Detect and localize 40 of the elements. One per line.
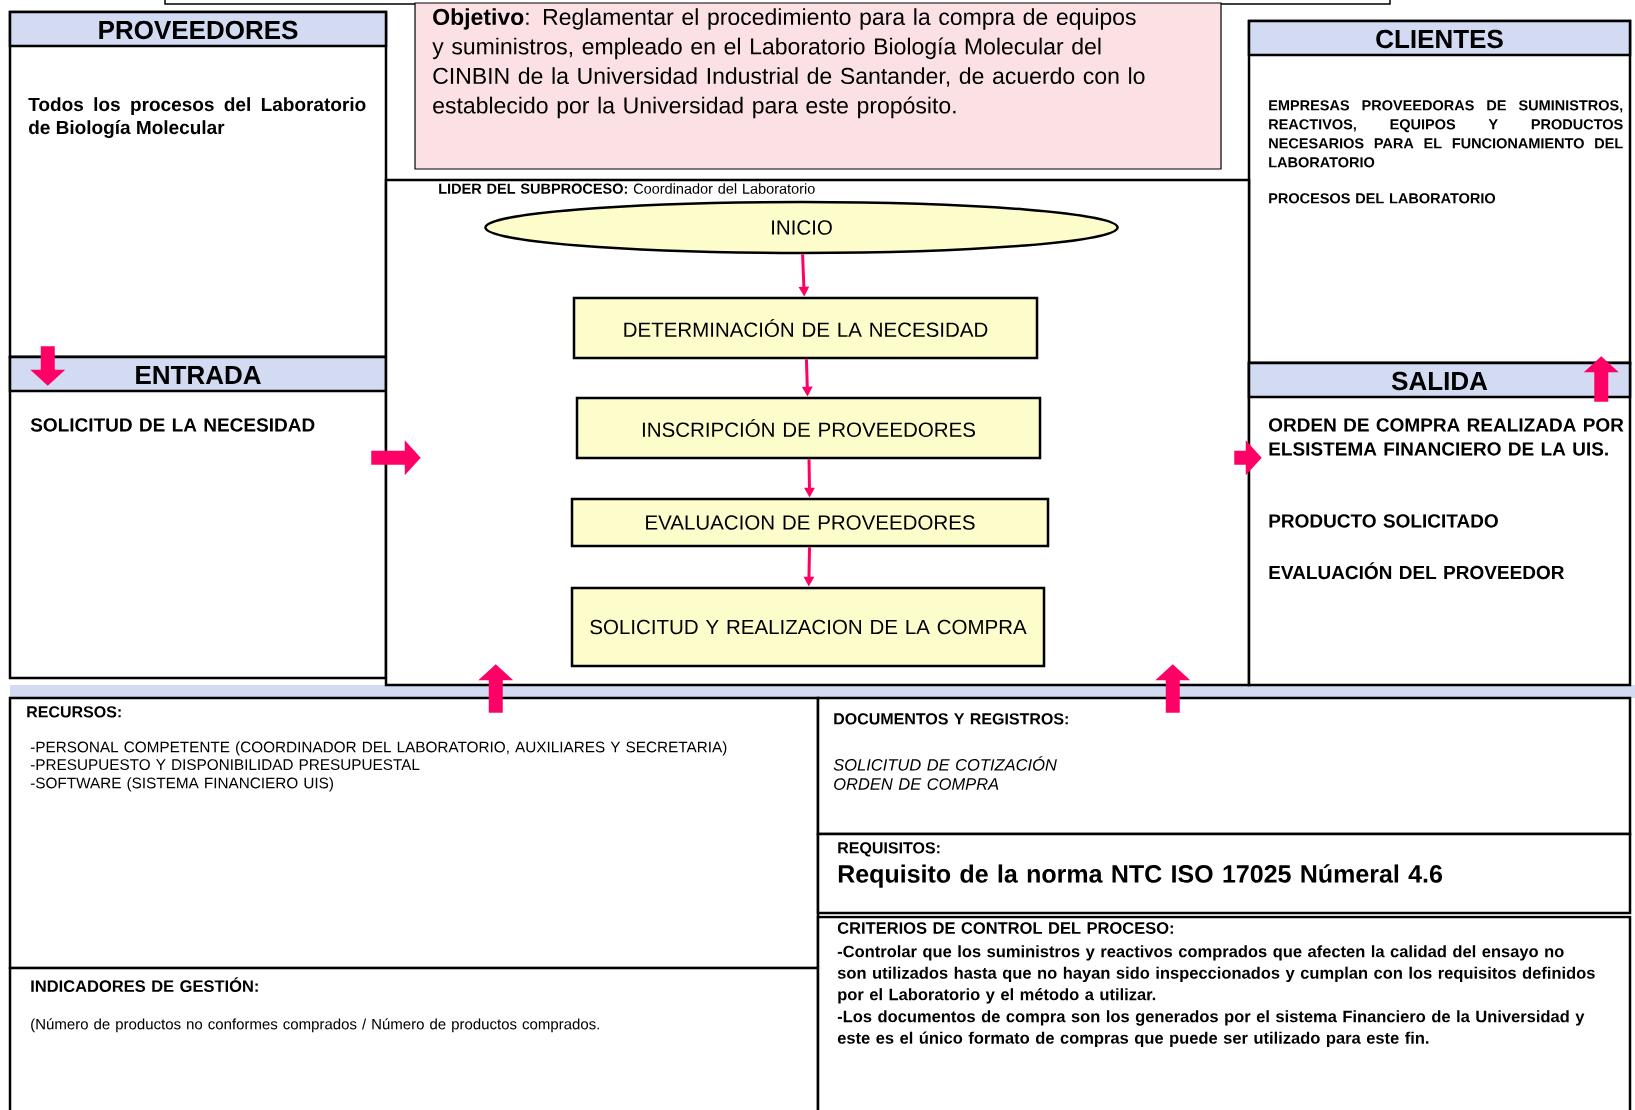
panel-text: Todos los procesos del Laboratorio de Biología Molecular xyxy=(28,97,366,138)
section-heading: INDICADORES DE GESTIÓN: xyxy=(31,977,258,992)
process-box: DETERMINACIÓN DE LA NECESIDAD xyxy=(572,296,1039,360)
start-terminator: INICIO xyxy=(484,200,1119,255)
panel-text: SOLICITUD DE LA NECESIDAD xyxy=(30,418,315,432)
panel xyxy=(1247,361,1632,687)
process-box: EVALUACION DE PROVEEDORES xyxy=(570,497,1050,548)
section-heading: RECURSOS: xyxy=(27,706,121,718)
list-item: ORDEN DE COMPRA xyxy=(834,778,999,790)
section-heading: DOCUMENTOS Y REGISTROS: xyxy=(834,713,1068,725)
panel-text: ORDEN DE COMPRA REALIZADA POR ELSISTEMA FINANCIERO DE LA UIS. xyxy=(1269,418,1624,456)
panel xyxy=(8,355,388,680)
section-heading: REQUISITOS: xyxy=(838,842,940,857)
panel-text: EMPRESAS PROVEEDORAS DE SUMINISTROS, REACTIVOS, EQUIPOS Y PRODUCTOS NECESARIOS PARA EL FUNCIONAMIENTO DEL LABORATORIO xyxy=(1269,100,1623,168)
panel-text: PROCESOS DEL LABORATORIO xyxy=(1269,193,1496,204)
section-box xyxy=(8,966,820,1110)
header-band: ENTRADA xyxy=(8,355,388,393)
header-band: PROVEEDORES xyxy=(8,10,388,48)
requirement-text: Requisito de la norma NTC ISO 17025 Númeral 4.6 xyxy=(838,864,1442,888)
process-box: SOLICITUD Y REALIZACION DE LA COMPRA xyxy=(570,586,1046,668)
paragraph: -Controlar que los suministros y reactivos comprados que afecten la calidad del ensayo no son utilizados hasta que no hayan sido inspeccionados y cumplan con los requisitos definidos por el Laboratorio y el método a utilizar. xyxy=(837,945,1595,1004)
paragraph: -Los documentos de compra son los generados por el sistema Financiero de la Universidad y este es el único formato de compras que puede ser utilizado para este fin. xyxy=(837,1010,1585,1048)
section-box xyxy=(816,832,1632,915)
header-band: CLIENTES xyxy=(1247,19,1632,57)
panel-text: EVALUACIÓN DEL PROVEEDOR xyxy=(1269,562,1565,580)
objective-box: Objetivo: Reglamentar el procedimiento para la compra de equipos y suministros, empleado en el Laboratorio Biología Molecular del CINBIN de la Universidad Industrial de Santander, de acuerdo con lo establecido por la Universidad para este propósito. xyxy=(414,2,1222,170)
list-item: -PERSONAL COMPETENTE (COORDINADOR DEL LABORATORIO, AUXILIARES Y SECRETARIA) xyxy=(30,741,727,756)
process-box: INSCRIPCIÓN DE PROVEEDORES xyxy=(575,396,1042,460)
panel xyxy=(8,10,388,359)
panel-text: PRODUCTO SOLICITADO xyxy=(1269,514,1498,528)
list-item: -PRESUPUESTO Y DISPONIBILIDAD PRESUPUESTAL xyxy=(30,759,420,771)
list-item: SOLICITUD DE COTIZACIÓN xyxy=(833,756,1057,771)
section-box xyxy=(8,696,820,970)
section-box xyxy=(816,696,1632,836)
indicator-text: (Número de productos no conformes comprados / Número de productos comprados. xyxy=(31,1018,599,1033)
panel xyxy=(1247,19,1632,365)
header-band: SALIDA xyxy=(1247,361,1632,399)
list-item: -SOFTWARE (SISTEMA FINANCIERO UIS) xyxy=(30,777,333,792)
section-heading: CRITERIOS DE CONTROL DEL PROCESO: xyxy=(837,922,1173,934)
subprocess-leader-text: LIDER DEL SUBPROCESO: Coordinador del Laboratorio xyxy=(439,183,815,194)
